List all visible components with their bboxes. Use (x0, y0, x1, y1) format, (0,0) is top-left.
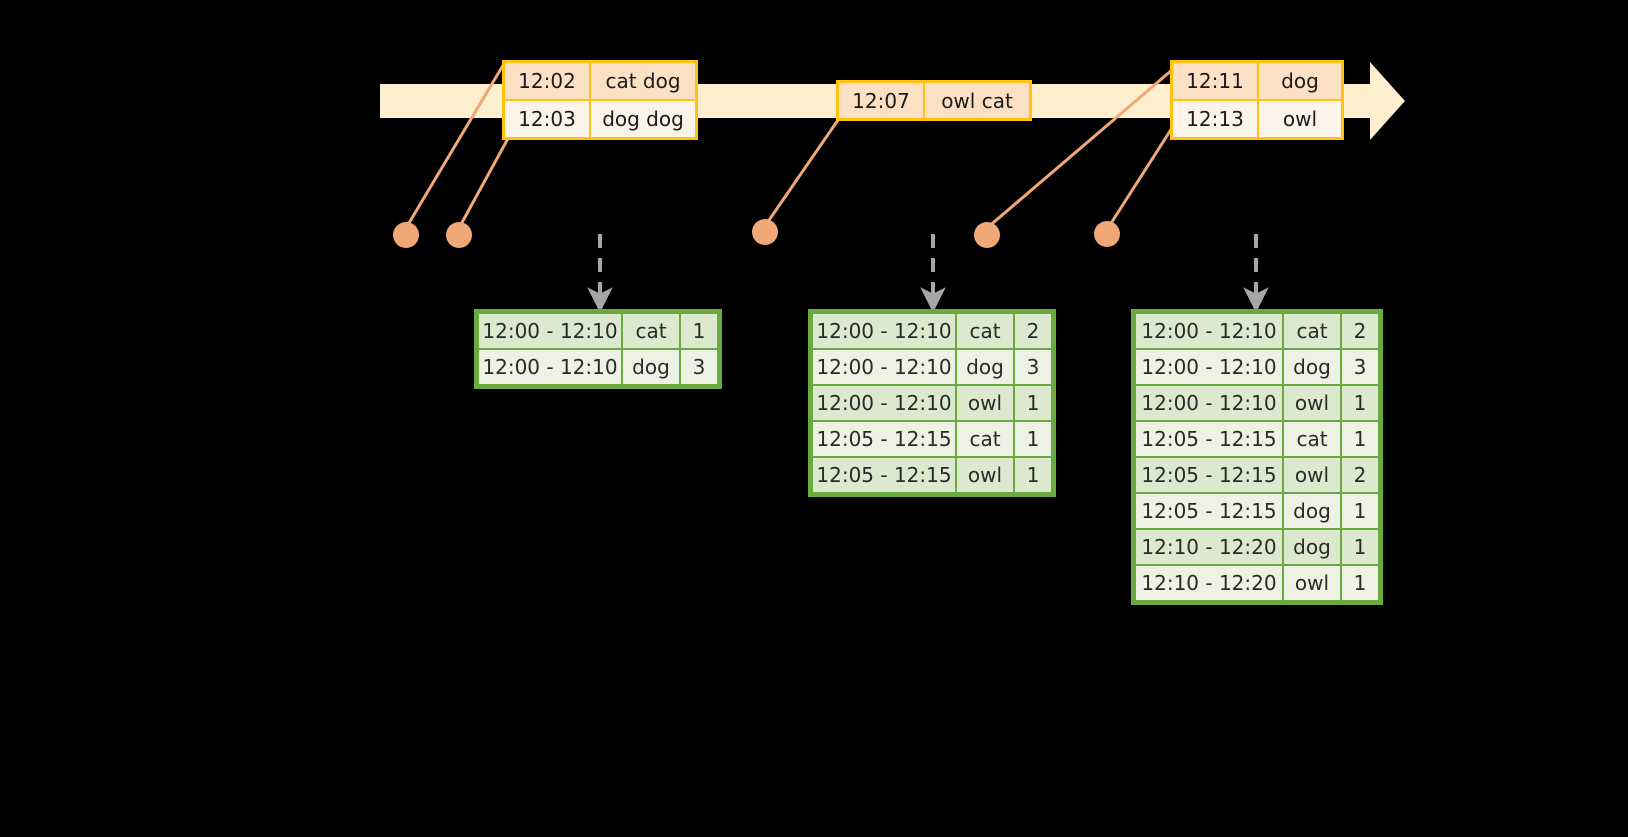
event-time: 12:11 (1186, 69, 1244, 93)
count-cell: 1 (1015, 422, 1051, 456)
count-cell: 3 (1015, 350, 1051, 384)
window-cell: 12:00 - 12:10 (1136, 314, 1282, 348)
stream-dot-5 (1094, 221, 1120, 247)
table-row[interactable]: 12:05 - 12:15 owl 2 (1136, 458, 1378, 492)
result-table-2[interactable]: 12:00 - 12:10 cat 2 12:00 - 12:10 dog 3 … (808, 309, 1056, 497)
dashed-arrows (587, 234, 1269, 313)
word-cell: owl (1284, 386, 1340, 420)
table-row[interactable]: 12:00 - 12:10 cat 1 (479, 314, 717, 348)
table-row[interactable]: 12:05 - 12:15 owl 1 (813, 458, 1051, 492)
count-cell: 2 (1342, 458, 1378, 492)
window-cell: 12:00 - 12:10 (813, 314, 955, 348)
event-row[interactable]: 12:02 cat dog (505, 63, 695, 99)
table-row[interactable]: 12:00 - 12:10 owl 1 (813, 386, 1051, 420)
count-cell: 1 (1015, 386, 1051, 420)
table-row[interactable]: 12:10 - 12:20 owl 1 (1136, 566, 1378, 600)
word-cell: dog (1284, 494, 1340, 528)
count-cell: 1 (1342, 530, 1378, 564)
window-cell: 12:05 - 12:15 (1136, 494, 1282, 528)
stream-dot-4 (974, 222, 1000, 248)
count-cell: 3 (681, 350, 717, 384)
word-cell: owl (1284, 458, 1340, 492)
table-row[interactable]: 12:00 - 12:10 cat 2 (1136, 314, 1378, 348)
word-cell: cat (1284, 422, 1340, 456)
count-cell: 1 (1342, 386, 1378, 420)
connector-line-5 (1106, 127, 1174, 229)
event-time: 12:07 (852, 88, 910, 113)
event-words: dog (1257, 63, 1341, 99)
table-row[interactable]: 12:05 - 12:15 dog 1 (1136, 494, 1378, 528)
window-cell: 12:05 - 12:15 (813, 458, 955, 492)
window-cell: 12:00 - 12:10 (1136, 350, 1282, 384)
word-cell: cat (957, 314, 1013, 348)
connector-line-4 (986, 68, 1173, 230)
timeline-arrowhead (1370, 62, 1405, 140)
word-cell: dog (1284, 350, 1340, 384)
table-row[interactable]: 12:00 - 12:10 dog 3 (1136, 350, 1378, 384)
count-cell: 2 (1015, 314, 1051, 348)
event-row[interactable]: 12:13 owl (1173, 99, 1341, 137)
window-cell: 12:05 - 12:15 (1136, 458, 1282, 492)
count-cell: 1 (1342, 422, 1378, 456)
event-row[interactable]: 12:07 owl cat (839, 83, 1029, 118)
window-cell: 12:05 - 12:15 (813, 422, 955, 456)
event-group-3[interactable]: 12:11 dog 12:13 owl (1170, 60, 1344, 140)
event-group-1[interactable]: 12:02 cat dog 12:03 dog dog (502, 60, 698, 140)
word-cell: owl (957, 386, 1013, 420)
table-row[interactable]: 12:00 - 12:10 cat 2 (813, 314, 1051, 348)
result-table-3[interactable]: 12:00 - 12:10 cat 2 12:00 - 12:10 dog 3 … (1131, 309, 1383, 605)
table-row[interactable]: 12:00 - 12:10 dog 3 (479, 350, 717, 384)
window-cell: 12:00 - 12:10 (1136, 386, 1282, 420)
stream-dot-3 (752, 219, 778, 245)
result-table-1[interactable]: 12:00 - 12:10 cat 1 12:00 - 12:10 dog 3 (474, 309, 722, 389)
window-cell: 12:10 - 12:20 (1136, 530, 1282, 564)
count-cell: 1 (1342, 566, 1378, 600)
connector-line-3 (763, 119, 840, 227)
window-cell: 12:05 - 12:15 (1136, 422, 1282, 456)
table-row[interactable]: 12:00 - 12:10 dog 3 (813, 350, 1051, 384)
stream-dot-1 (393, 222, 419, 248)
table-row[interactable]: 12:10 - 12:20 dog 1 (1136, 530, 1378, 564)
count-cell: 1 (1015, 458, 1051, 492)
stream-dots (393, 219, 1120, 248)
table-row[interactable]: 12:00 - 12:10 owl 1 (1136, 386, 1378, 420)
word-cell: dog (623, 350, 679, 384)
stream-dot-2 (446, 222, 472, 248)
word-cell: cat (957, 422, 1013, 456)
word-cell: dog (1284, 530, 1340, 564)
window-cell: 12:00 - 12:10 (813, 386, 955, 420)
word-cell: cat (1284, 314, 1340, 348)
word-cell: cat (623, 314, 679, 348)
event-group-2[interactable]: 12:07 owl cat (836, 80, 1032, 121)
table-row[interactable]: 12:05 - 12:15 cat 1 (1136, 422, 1378, 456)
word-cell: owl (1284, 566, 1340, 600)
event-words: cat dog (589, 63, 695, 99)
event-time: 12:02 (518, 69, 576, 93)
event-words: owl cat (923, 83, 1029, 118)
window-cell: 12:00 - 12:10 (479, 314, 621, 348)
count-cell: 2 (1342, 314, 1378, 348)
event-time: 12:03 (518, 107, 576, 131)
count-cell: 1 (1342, 494, 1378, 528)
count-cell: 3 (1342, 350, 1378, 384)
event-words: dog dog (589, 101, 695, 137)
word-cell: owl (957, 458, 1013, 492)
count-cell: 1 (681, 314, 717, 348)
word-cell: dog (957, 350, 1013, 384)
table-row[interactable]: 12:05 - 12:15 cat 1 (813, 422, 1051, 456)
connector-line-1 (404, 61, 507, 229)
window-cell: 12:00 - 12:10 (479, 350, 621, 384)
window-cell: 12:10 - 12:20 (1136, 566, 1282, 600)
window-cell: 12:00 - 12:10 (813, 350, 955, 384)
event-row[interactable]: 12:03 dog dog (505, 99, 695, 137)
event-time: 12:13 (1186, 107, 1244, 131)
event-words: owl (1257, 101, 1341, 137)
event-row[interactable]: 12:11 dog (1173, 63, 1341, 99)
